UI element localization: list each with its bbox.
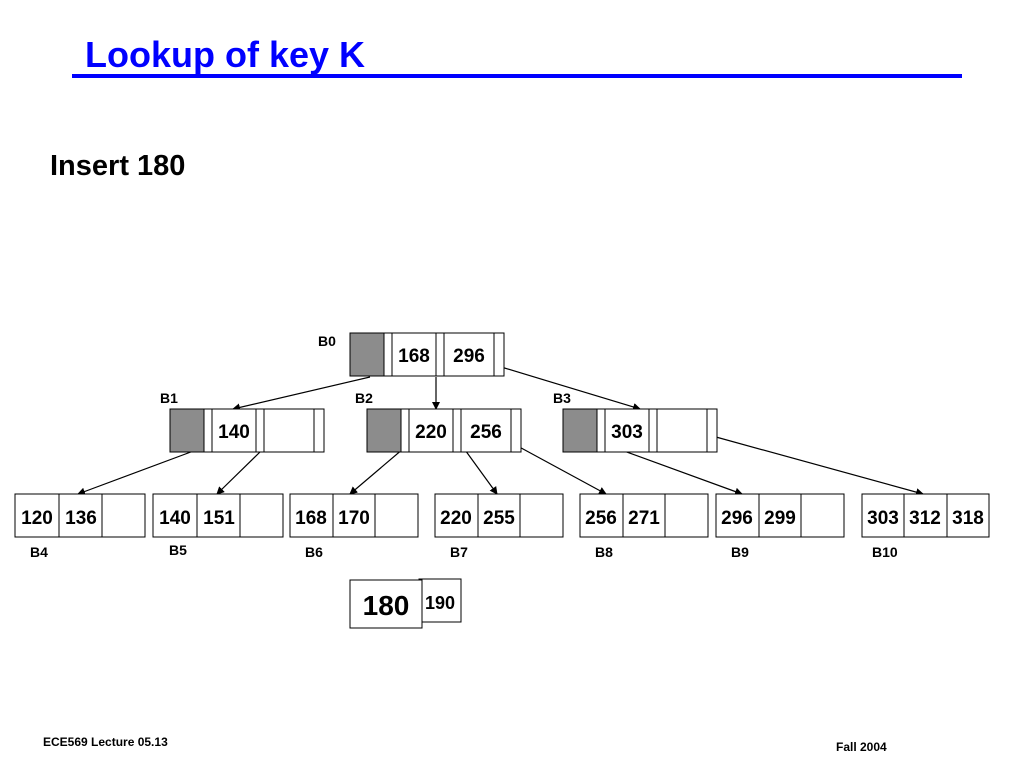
overflow-key: 190: [425, 593, 455, 613]
leaf-key: 151: [203, 508, 235, 529]
new-key: 180: [363, 590, 410, 621]
leaf-key: 136: [65, 508, 97, 529]
node-key: 168: [398, 346, 430, 367]
node-label: B7: [450, 544, 468, 560]
slide-title: Lookup of key K: [85, 34, 366, 75]
leaf-node-b8: 256 271 B8: [579, 493, 709, 560]
new-key-box: [349, 579, 423, 629]
overflow-key-box: [418, 578, 462, 623]
node-label: B5: [169, 542, 187, 558]
node-label: B3: [553, 390, 571, 406]
node-key: 140: [218, 422, 250, 443]
node-label: B2: [355, 390, 373, 406]
edge-b0-b3: [497, 365, 641, 411]
footer-term: Fall 2004: [836, 740, 887, 754]
title-underline: [72, 74, 962, 78]
leaf-node-b7: 220 255 B7: [434, 493, 564, 560]
leaf-key: 318: [952, 508, 984, 529]
leaf-node-b5: 140 151 B5: [152, 493, 284, 558]
leaf-key: 312: [909, 508, 941, 529]
leaf-key: 140: [159, 508, 191, 529]
footer-course: ECE569 Lecture 05.13: [43, 735, 168, 749]
leaf-key: 299: [764, 508, 796, 529]
node-label: B9: [731, 544, 749, 560]
node-pointer-cell: [169, 408, 205, 453]
leaf-node-b4: 120 136 B4: [14, 493, 146, 560]
node-key: 303: [611, 422, 643, 443]
leaf-node-b9: 296 299 B9: [715, 493, 845, 560]
leaf-key: 255: [483, 508, 515, 529]
leaf-key: 170: [338, 508, 370, 529]
leaf-key: 271: [628, 508, 660, 529]
node-label: B0: [318, 333, 336, 349]
internal-node-b1: 140 B1: [160, 390, 325, 453]
root-node-b0: 168 296 B0: [318, 332, 505, 377]
node-key: 220: [415, 422, 447, 443]
node-key: 256: [470, 422, 502, 443]
leaf-key: 120: [21, 508, 53, 529]
node-label: B6: [305, 544, 323, 560]
leaf-node-b10: 303 312 318 B10: [861, 493, 990, 560]
node-pointer-cell: [562, 408, 598, 453]
leaf-key: 296: [721, 508, 753, 529]
node-label: B1: [160, 390, 178, 406]
internal-node-b3: 303 B3: [553, 390, 718, 453]
edge-b1-b5: [216, 451, 261, 495]
internal-node-b2: 220 256 B2: [355, 390, 522, 453]
node-label: B10: [872, 544, 898, 560]
node-label: B8: [595, 544, 613, 560]
node-key: 296: [453, 346, 485, 367]
edge-b2-b8: [511, 442, 607, 495]
edge-b3-b10: [715, 436, 924, 496]
leaf-node-b6: 168 170 B6: [289, 493, 419, 560]
node-label: B4: [30, 544, 48, 560]
node-pointer-cell: [349, 332, 385, 377]
leaf-key: 256: [585, 508, 617, 529]
node-pointer-cell: [366, 408, 402, 453]
insert-node: 190 180: [349, 578, 462, 629]
leaf-key: 303: [867, 508, 899, 529]
slide-subtitle: Insert 180: [50, 150, 186, 182]
edge-b0-b1: [232, 376, 371, 412]
leaf-key: 168: [295, 508, 327, 529]
leaf-key: 220: [440, 508, 472, 529]
